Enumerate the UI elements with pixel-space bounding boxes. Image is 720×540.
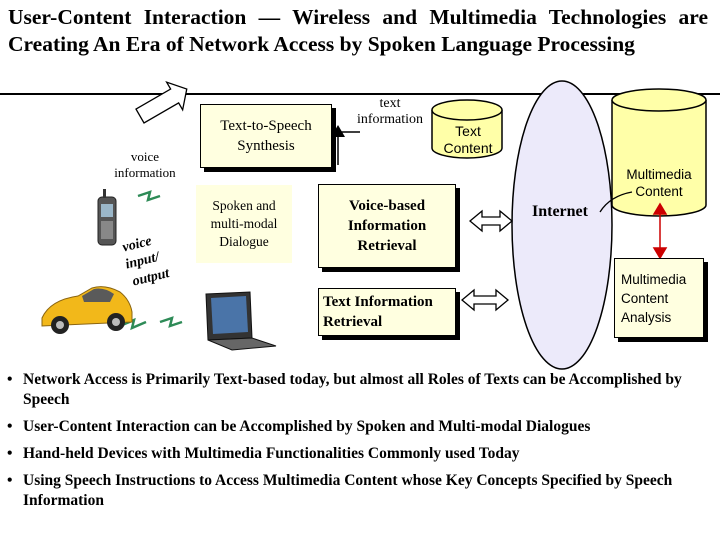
lightning-icon	[119, 317, 147, 331]
car-icon	[41, 286, 133, 334]
bullet-list: Network Access is Primarily Text-based t…	[2, 370, 714, 518]
multimedia-analysis-label: Multimedia Content Analysis	[621, 271, 687, 325]
spoken-dialogue-box: Spoken and multi-modal Dialogue	[196, 185, 292, 263]
multimedia-analysis-box: Multimedia Content Analysis	[614, 258, 704, 338]
tts-label: Text-to-Speech Synthesis	[220, 118, 312, 154]
text-content-cylinder	[431, 99, 503, 159]
lightning-icon	[159, 316, 183, 328]
mobile-phone-icon	[97, 189, 117, 246]
voice-retrieval-box: Voice-based Information Retrieval	[318, 184, 456, 268]
multimedia-analysis-arrow	[652, 202, 668, 260]
tts-box: Text-to-Speech Synthesis	[200, 104, 332, 168]
lightning-icon	[137, 190, 161, 202]
text-retrieval-internet-arrow-icon	[460, 288, 510, 312]
voice-information-arrow-icon	[135, 80, 188, 124]
spoken-dialogue-label: Spoken and multi-modal Dialogue	[210, 198, 278, 249]
text-retrieval-box: Text Information Retrieval	[318, 288, 456, 336]
internet-multimedia-connector	[599, 191, 633, 213]
internet-label-box: Internet	[514, 198, 606, 226]
internet-cloud	[511, 80, 613, 370]
bullet-item: User-Content Interaction can be Accompli…	[2, 417, 714, 437]
multimedia-content-label: Multimedia Content	[626, 167, 692, 199]
voice-information-label: voice information	[114, 149, 176, 180]
text-information-label: text information	[356, 96, 424, 127]
voice-retrieval-label: Voice-based Information Retrieval	[347, 198, 427, 254]
bullet-item: Network Access is Primarily Text-based t…	[2, 370, 714, 410]
text-retrieval-label: Text Information Retrieval	[323, 294, 433, 330]
retrieval-internet-arrow-icon	[468, 209, 514, 233]
laptop-icon	[205, 291, 277, 351]
bullet-item: Hand-held Devices with Multimedia Functi…	[2, 444, 714, 464]
text-content-label: Text Content	[443, 123, 493, 156]
internet-label: Internet	[532, 203, 588, 220]
title-divider	[0, 93, 720, 95]
multimedia-content-cylinder	[611, 88, 707, 217]
page-title: User-Content Interaction — Wireless and …	[8, 5, 708, 56]
bullet-item: Using Speech Instructions to Access Mult…	[2, 471, 714, 511]
